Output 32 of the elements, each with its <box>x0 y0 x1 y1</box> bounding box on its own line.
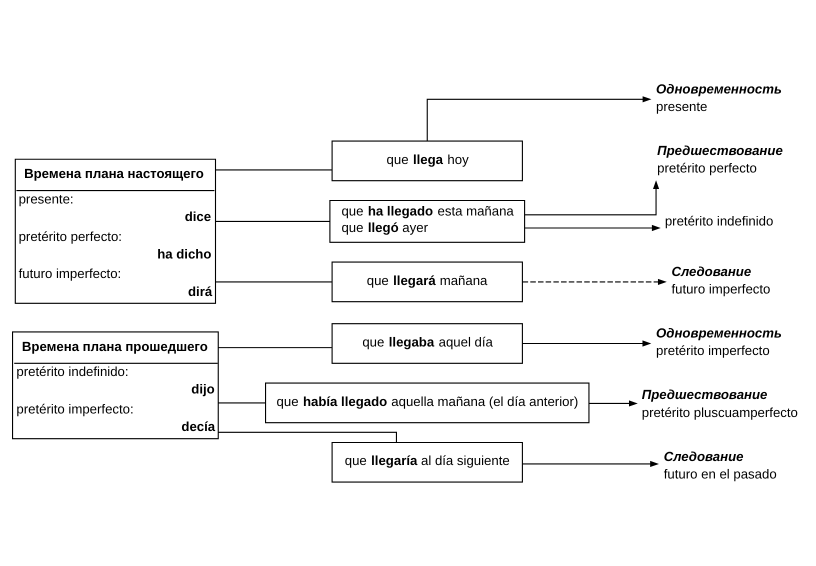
node-text: pretérito pluscuamperfecto <box>642 404 798 420</box>
node-label: Одновременность <box>656 81 782 96</box>
node-label: Предшествование <box>657 142 783 158</box>
arrow <box>522 278 667 285</box>
node-box: que llegará mañana <box>332 262 523 302</box>
node-text: futuro imperfecto <box>671 282 770 297</box>
connector <box>218 347 332 348</box>
node-label: Одновременность <box>656 326 782 341</box>
node-box: que llegaba aquel día <box>332 323 523 364</box>
connector <box>216 281 332 282</box>
arrow <box>524 224 661 232</box>
node-label: Предшествование <box>642 387 768 402</box>
node-text: pretérito perfecto <box>657 160 757 176</box>
node-text: presente <box>656 98 708 114</box>
node-box: que llegaría al día siguiente <box>332 442 523 483</box>
arrow <box>522 460 659 468</box>
node-box: que llega hoy <box>332 140 523 182</box>
node-box: que ha llegado esta mañana que llegó ayer <box>329 200 526 243</box>
arrow <box>588 400 638 407</box>
node-box: que había llegado aquella mañana (el día anterior) <box>265 382 590 424</box>
node-text: futuro en el pasado <box>664 466 777 482</box>
connector <box>218 432 397 442</box>
node-text: pretérito imperfecto <box>656 343 770 358</box>
node-label: Следование <box>671 264 752 279</box>
connector <box>216 169 332 171</box>
arrow <box>524 180 660 216</box>
arrow <box>426 96 652 142</box>
node-text: pretérito indefinido <box>664 213 774 228</box>
node-label: Следование <box>664 448 744 464</box>
arrow <box>522 340 652 347</box>
connector <box>216 220 330 222</box>
connector <box>218 402 266 404</box>
